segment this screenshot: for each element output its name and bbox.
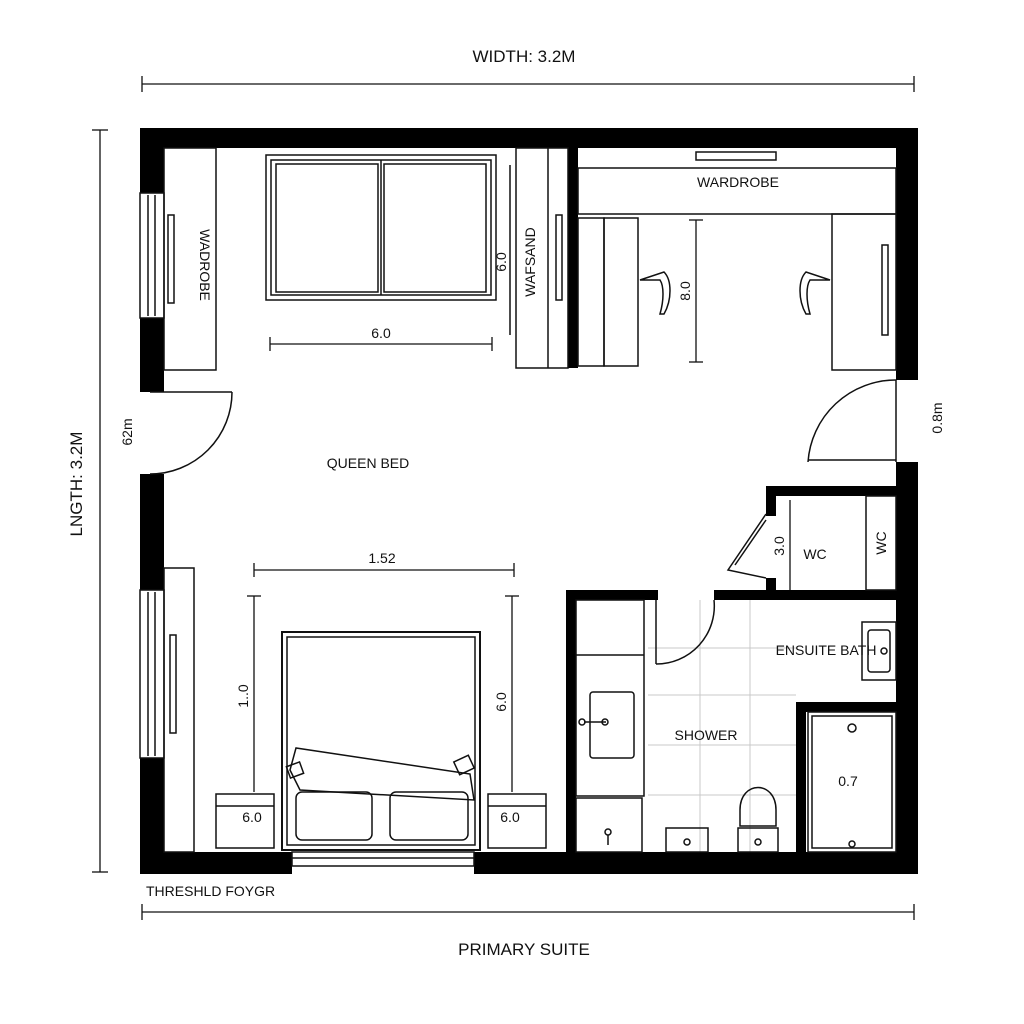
bottom-dimension-line xyxy=(141,904,915,920)
bath-sink xyxy=(861,621,897,681)
chair-right xyxy=(799,271,831,315)
bed-left-height-label: 1..0 xyxy=(235,684,251,708)
desk-height-dimension xyxy=(689,219,703,363)
glass-window-unit xyxy=(265,154,497,301)
nightstand-left xyxy=(215,793,275,849)
desk-right xyxy=(831,213,897,371)
shower-size-label: 0.7 xyxy=(838,773,858,789)
bed-width-label: 1.52 xyxy=(368,550,395,566)
bath-tile-grid xyxy=(648,600,796,852)
nightstand-left-label: 6.0 xyxy=(242,809,262,825)
width-dimension-line xyxy=(141,76,915,92)
wc-height-label: 3.0 xyxy=(771,536,787,556)
wc-partition xyxy=(865,495,897,591)
toilet xyxy=(737,786,779,853)
queen-bed xyxy=(281,631,481,851)
shower-enclosure xyxy=(807,711,897,853)
chair-left xyxy=(639,271,671,315)
left-door xyxy=(149,391,233,475)
top-wardrobe-label: WARDROBE xyxy=(697,174,779,190)
lower-cabinet xyxy=(575,797,643,853)
foyer-label: THRESHLD FOYGR xyxy=(146,883,275,899)
wardrobe-left-label: WADROBE xyxy=(197,229,213,301)
suite-title: PRIMARY SUITE xyxy=(458,940,590,959)
ensuite-bath-label: ENSUITE BATH xyxy=(776,642,877,658)
nightstand-right xyxy=(487,793,547,849)
left-cabinet xyxy=(163,567,195,853)
interior-walls xyxy=(566,148,898,854)
pillow-left xyxy=(295,791,373,841)
top-wardrobe xyxy=(577,151,897,215)
bed-left-dimension xyxy=(247,595,261,792)
bed-right-dimension xyxy=(505,595,519,792)
wc-door xyxy=(726,513,767,579)
bathroom-door xyxy=(655,599,716,665)
wc-label-secondary: WC xyxy=(873,531,889,554)
wc-label: WC xyxy=(803,546,826,562)
wardrobe-center-label: WAFSAND xyxy=(522,227,538,296)
vanity-cabinet xyxy=(575,599,645,797)
wardrobe-height-label: 6.0 xyxy=(493,252,509,272)
bed-right-height-label: 6.0 xyxy=(493,692,509,712)
bath-bench xyxy=(665,827,709,853)
desk-left xyxy=(577,217,639,367)
wardrobe-center xyxy=(509,147,569,369)
width-dimension-label: WIDTH: 3.2M xyxy=(473,47,576,66)
right-door xyxy=(807,379,897,463)
queen-bed-label: QUEEN BED xyxy=(327,455,409,471)
window-width-label: 6.0 xyxy=(371,325,391,341)
window-width-dimension xyxy=(269,337,493,351)
window-left-upper xyxy=(139,192,165,319)
bed-footboard xyxy=(291,851,475,867)
right-door-width-label: 0.8m xyxy=(929,402,945,433)
bed-width-dimension xyxy=(253,563,515,577)
shower-label: SHOWER xyxy=(675,727,738,743)
length-dimension-label: LNGTH: 3.2M xyxy=(67,432,86,537)
vanity-sink xyxy=(578,691,635,759)
nightstand-right-label: 6.0 xyxy=(500,809,520,825)
left-door-width-label: 62m xyxy=(119,418,135,445)
wardrobe-left xyxy=(163,147,217,371)
desk-height-label: 8.0 xyxy=(677,281,693,301)
exterior-walls xyxy=(140,128,918,874)
length-dimension-line xyxy=(92,129,108,873)
pillow-right xyxy=(389,791,469,841)
window-left-lower xyxy=(139,589,165,759)
